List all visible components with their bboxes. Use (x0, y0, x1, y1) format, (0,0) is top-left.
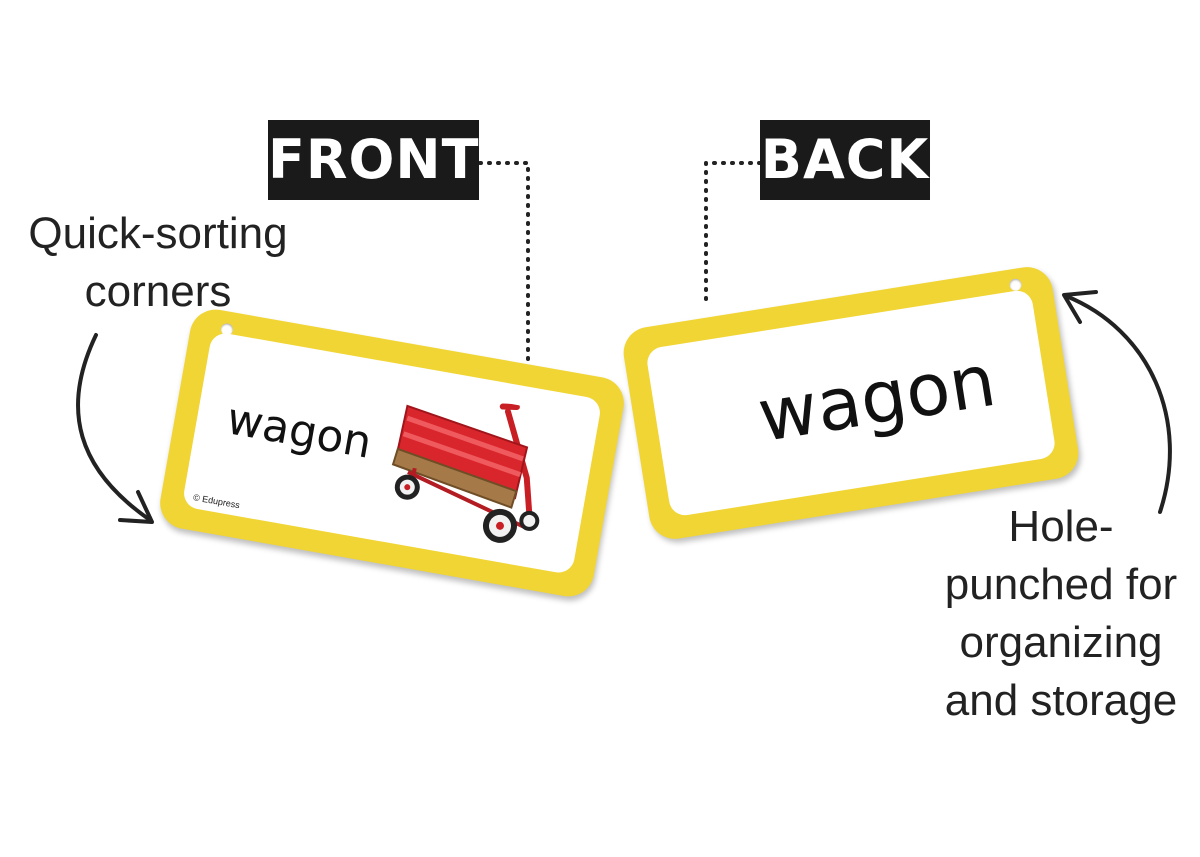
card-word: wagon (223, 393, 376, 469)
back-connector-line (704, 161, 762, 307)
front-connector-line (478, 161, 530, 380)
callout-line: Quick-sorting (28, 209, 288, 258)
front-flash-card: wagon © Edupress (156, 305, 628, 601)
wagon-image (391, 403, 540, 543)
card-word: wagon (752, 337, 1002, 459)
right-arrow-head (1062, 290, 1098, 324)
left-arrow-curve (76, 333, 152, 522)
back-label: BACK (760, 120, 930, 200)
callout-line: and storage (944, 676, 1178, 725)
hole-punched-callout: Hole- punched for organizing and storage (930, 498, 1192, 730)
punch-hole (1008, 277, 1023, 292)
callout-line: Hole- (1008, 502, 1114, 551)
quick-sorting-callout: Quick-sorting corners (18, 205, 298, 321)
right-arrow-curve (1064, 294, 1172, 514)
callout-line: punched for (944, 560, 1178, 609)
card-face: wagon © Edupress (181, 330, 603, 576)
callout-line: corners (84, 267, 232, 316)
left-arrow-head (118, 490, 154, 524)
callout-line: organizing (959, 618, 1163, 667)
copyright-text: © Edupress (192, 492, 241, 511)
card-face: wagon (645, 288, 1057, 518)
front-label: FRONT (268, 120, 479, 200)
